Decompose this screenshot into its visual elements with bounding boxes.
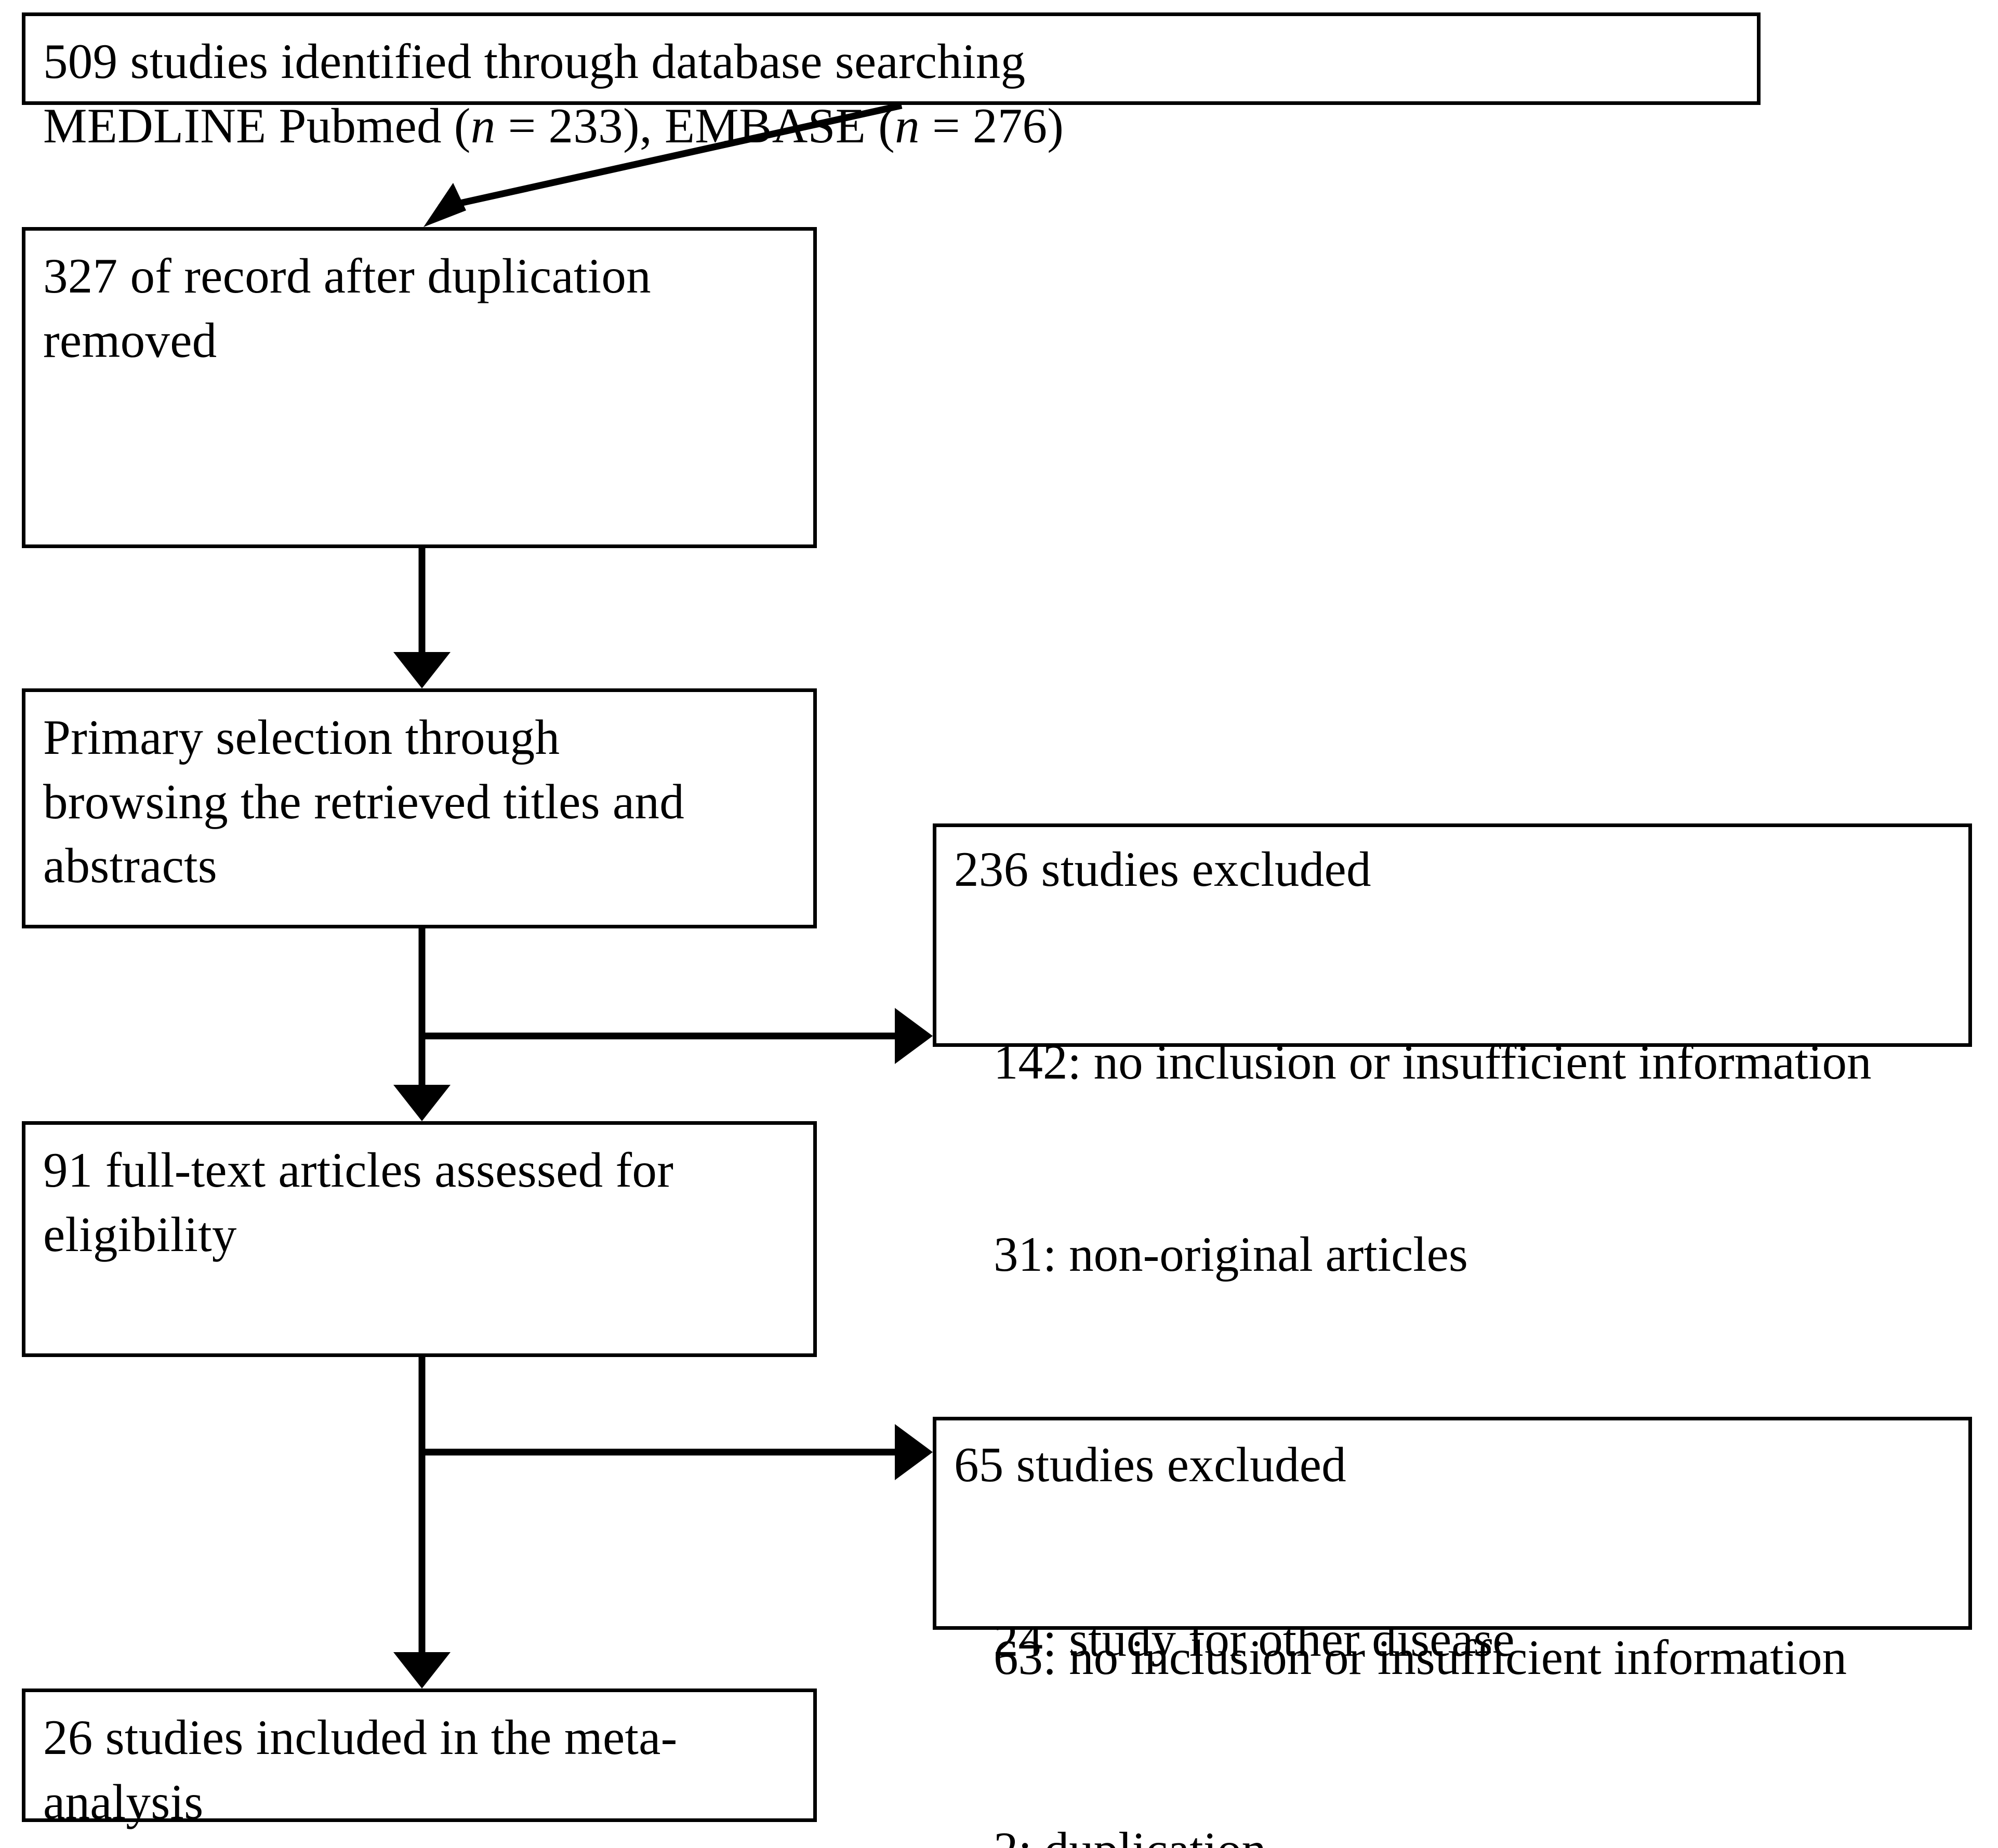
box-excluded-screening: 236 studies excluded 142: no inclusion o… [933,823,1972,1667]
excluded-eligibility-reason-list: 63: no inclusion or insufficient informa… [954,1497,1951,1848]
box-screening: Primary selection through browsing the r… [22,688,817,928]
excluded-screening-reason: 31: non-original articles [994,1227,1468,1282]
excluded-screening-heading: 236 studies excluded [954,842,1371,897]
connector-eligibility-to-included [393,1357,451,1689]
excluded-eligibility-reason: 63: no inclusion or insufficient informa… [994,1629,1847,1685]
connector-eligibility-to-excluded-65 [422,1424,933,1480]
included-text: 26 studies included in the meta-analysis [43,1710,678,1829]
connector-deduplication-to-screening [393,548,451,688]
identification-n-medline: n [470,98,496,153]
identification-line-2-pre: MEDLINE Pubmed ( [43,98,471,153]
eligibility-text: 91 full-text articles assessed for eligi… [43,1142,686,1262]
box-included: 26 studies included in the meta-analysis [22,1689,817,1829]
box-excluded-eligibility: 65 studies excluded 63: no inclusion or … [933,1417,1972,1848]
connector-screening-to-excluded-236 [422,1008,933,1064]
box-deduplication: 327 of record after duplication removed [22,227,817,548]
deduplication-text: 327 of record after duplication removed [43,248,664,368]
identification-line-2-mid: = 233), EMBASE ( [495,98,895,153]
identification-line-2-post: = 276) [919,98,1064,153]
identification-n-embase: n [895,98,920,153]
box-identification: 509 studies identified through database … [22,12,1761,153]
identification-line-2: MEDLINE Pubmed (n = 233), EMBASE (n = 27… [43,94,1739,158]
identification-line-1: 509 studies identified through database … [43,34,1026,89]
excluded-eligibility-reason: 2: duplication [994,1818,1951,1848]
excluded-eligibility-heading: 65 studies excluded [954,1437,1346,1492]
excluded-screening-reason: 142: no inclusion or insufficient inform… [994,1034,1872,1089]
connector-screening-to-eligibility [393,928,451,1121]
screening-text: Primary selection through browsing the r… [43,710,697,893]
box-eligibility: 91 full-text articles assessed for eligi… [22,1121,817,1357]
